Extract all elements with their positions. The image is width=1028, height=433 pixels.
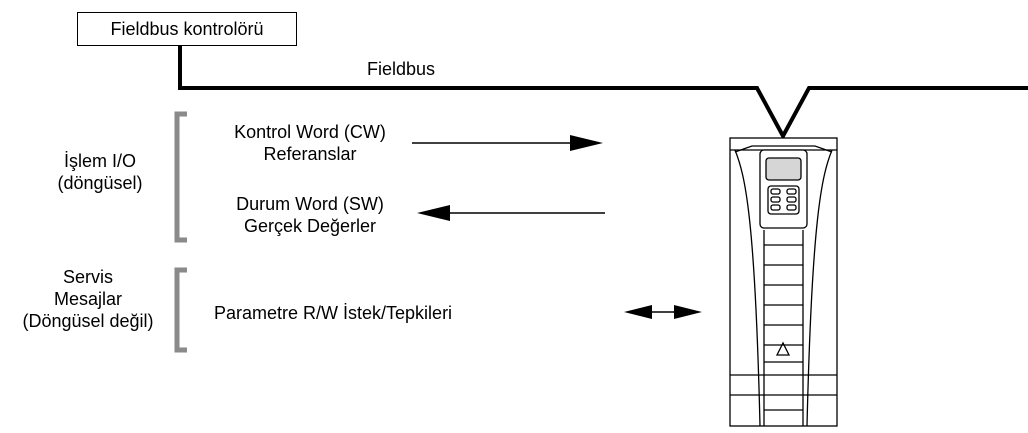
parameter-rw-label: Parametre R/W İstek/Tepkileri [214, 303, 453, 323]
process-io-label-line1: İşlem I/O [63, 151, 136, 171]
actual-values-label: Gerçek Değerler [243, 216, 377, 236]
status-word-label: Durum Word (SW) [236, 194, 384, 214]
control-word-label: Kontrol Word (CW) [234, 122, 386, 142]
service-group-label: Servis Mesajlar (Döngüsel değil) [0, 266, 176, 332]
service-label-line1: Servis [62, 267, 113, 287]
process-io-bracket [174, 111, 187, 243]
process-io-group-label: İşlem I/O (döngüsel) [30, 150, 170, 194]
bidirectional-arrow [624, 305, 702, 319]
fieldbus-controller-label: Fieldbus kontrolörü [110, 18, 264, 39]
fieldbus-label: Fieldbus [367, 59, 436, 79]
fieldbus-line [178, 46, 1028, 141]
process-io-label-line2: (döngüsel) [57, 173, 143, 193]
service-label-line2: Mesajlar [53, 289, 123, 309]
service-label-line3: (Döngüsel değil) [22, 311, 154, 331]
cyclic-out-arrow [412, 135, 603, 151]
status-word-group: Durum Word (SW) Gerçek Değerler [205, 193, 415, 237]
control-word-group: Kontrol Word (CW) Referanslar [205, 121, 415, 165]
cyclic-in-arrow [417, 205, 605, 221]
fieldbus-controller-box: Fieldbus kontrolörü [77, 12, 297, 46]
references-label: Referanslar [263, 144, 357, 164]
drive-unit-icon [729, 137, 838, 427]
service-bracket [174, 267, 187, 353]
